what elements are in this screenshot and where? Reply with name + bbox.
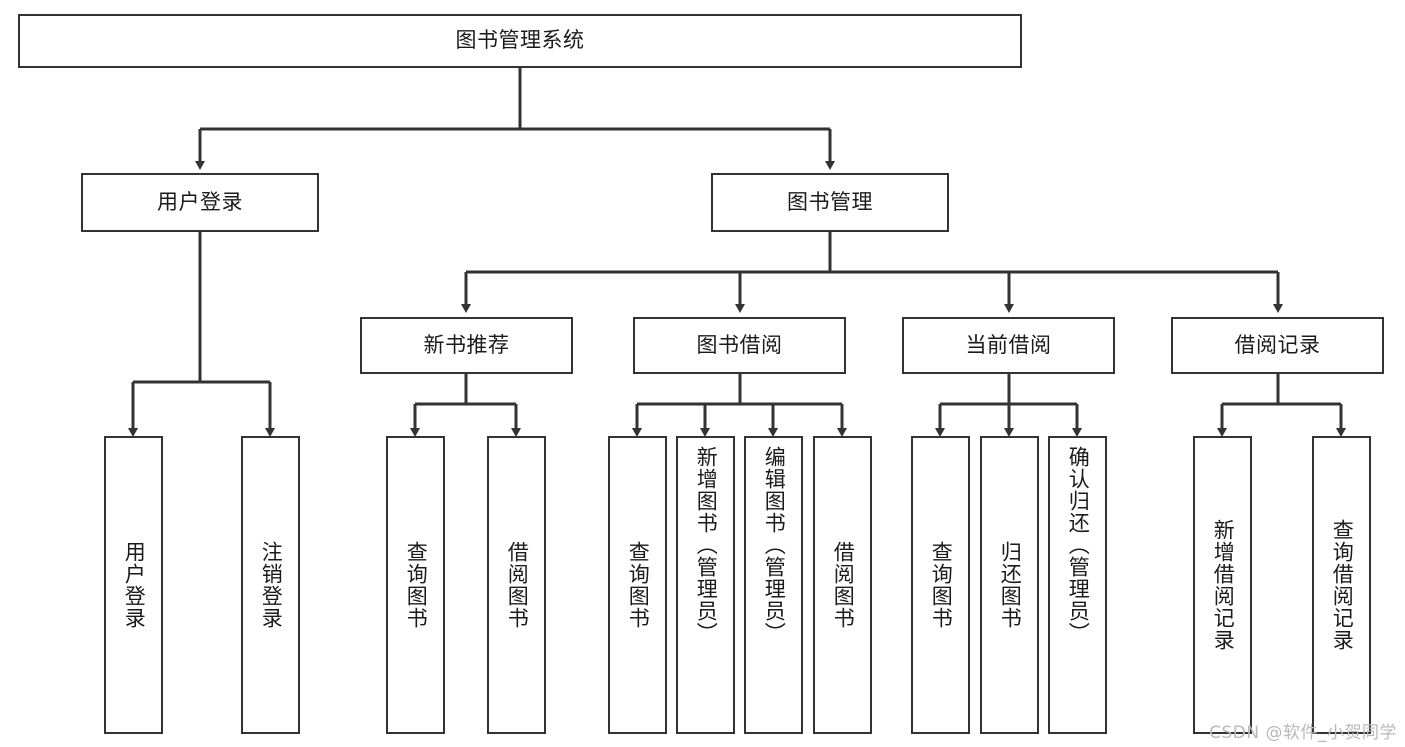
node-label: 用户登录: [122, 541, 147, 629]
node-label: 编辑图书（管理员）: [762, 446, 787, 644]
node-label: 借阅记录: [1234, 332, 1321, 357]
leaf-query-book-newbook[interactable]: 查询图书: [386, 436, 445, 734]
leaf-logout[interactable]: 注销登录: [241, 436, 300, 734]
node-label: 当前借阅: [965, 332, 1052, 357]
leaf-query-borrow-record[interactable]: 查询借阅记录: [1312, 436, 1371, 734]
leaf-query-book-current[interactable]: 查询图书: [911, 436, 970, 734]
node-borrow-record[interactable]: 借阅记录: [1171, 317, 1384, 374]
leaf-add-book-admin[interactable]: 新增图书（管理员）: [676, 436, 735, 734]
node-label: 借阅图书: [831, 541, 856, 629]
node-current-borrow[interactable]: 当前借阅: [902, 317, 1115, 374]
node-label: 确认归还（管理员）: [1066, 446, 1091, 644]
leaf-user-login[interactable]: 用户登录: [104, 436, 163, 734]
node-root-system[interactable]: 图书管理系统: [18, 14, 1022, 68]
node-label: 图书借阅: [696, 332, 783, 357]
leaf-return-book[interactable]: 归还图书: [980, 436, 1039, 734]
leaf-borrow-book[interactable]: 借阅图书: [813, 436, 872, 734]
node-label: 查询图书: [404, 541, 429, 629]
node-label: 借阅图书: [505, 541, 530, 629]
node-book-borrow[interactable]: 图书借阅: [633, 317, 846, 374]
node-label: 查询图书: [929, 541, 954, 629]
node-label: 新增借阅记录: [1211, 519, 1236, 651]
leaf-edit-book-admin[interactable]: 编辑图书（管理员）: [744, 436, 803, 734]
node-new-book-recommend[interactable]: 新书推荐: [360, 317, 573, 374]
leaf-query-book-borrow[interactable]: 查询图书: [608, 436, 667, 734]
node-label: 用户登录: [157, 189, 243, 214]
csdn-watermark: CSDN @软件_小贺同学: [1209, 723, 1397, 743]
node-label: 新书推荐: [423, 332, 510, 357]
node-label: 归还图书: [998, 541, 1023, 629]
leaf-borrow-book-newbook[interactable]: 借阅图书: [487, 436, 546, 734]
node-label: 图书管理系统: [455, 28, 585, 53]
node-label: 图书管理: [787, 189, 873, 214]
node-label: 查询图书: [626, 541, 651, 629]
node-user-login[interactable]: 用户登录: [81, 173, 319, 232]
node-label: 新增图书（管理员）: [694, 446, 719, 644]
node-label: 查询借阅记录: [1330, 519, 1355, 651]
node-book-management[interactable]: 图书管理: [711, 173, 949, 232]
node-label: 注销登录: [259, 541, 284, 629]
leaf-add-borrow-record[interactable]: 新增借阅记录: [1193, 436, 1252, 734]
leaf-confirm-return-admin[interactable]: 确认归还（管理员）: [1048, 436, 1107, 734]
